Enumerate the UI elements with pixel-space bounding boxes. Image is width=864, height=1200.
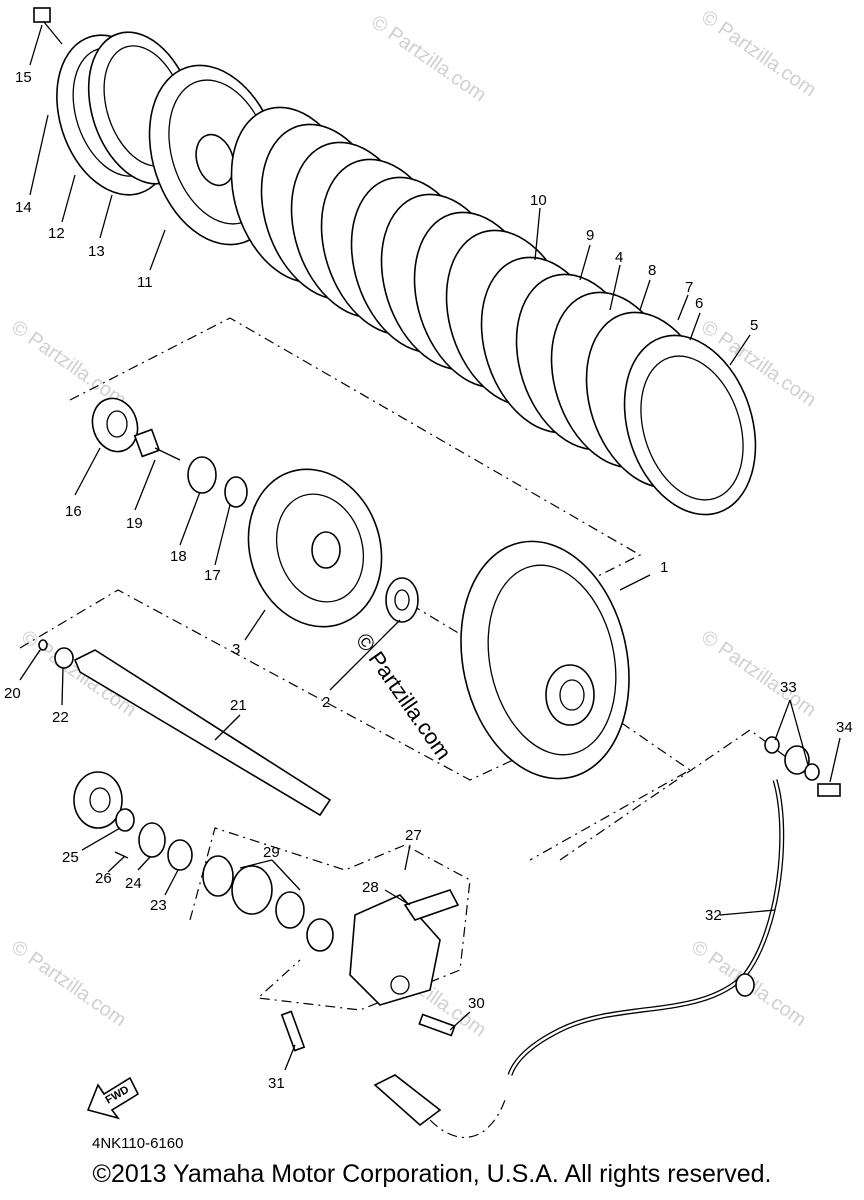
watermark: © Partzilla.com <box>697 6 820 101</box>
assembly-outlines <box>19 317 791 1011</box>
ball <box>54 647 74 669</box>
callout-16: 16 <box>65 503 82 520</box>
piston-spring <box>306 918 334 952</box>
oil-seal <box>73 771 123 829</box>
bush <box>138 822 166 858</box>
callout-8: 8 <box>648 262 656 279</box>
callout-7: 7 <box>685 279 693 296</box>
hose-fitting <box>373 1074 442 1127</box>
lock-washer <box>224 476 248 508</box>
callout-33: 33 <box>780 679 797 696</box>
callout-14: 14 <box>15 199 32 216</box>
o-ring <box>38 639 48 651</box>
callout-17: 17 <box>204 567 221 584</box>
watermark: © Partzilla.com <box>7 316 130 411</box>
push-rod-shaft <box>73 649 332 817</box>
clutch-lower-group: FWD <box>73 736 841 1138</box>
union-bolt-34 <box>817 783 841 797</box>
callout-29: 29 <box>263 844 280 861</box>
callout-12: 12 <box>48 225 65 242</box>
bolt-31 <box>280 1010 306 1052</box>
callout-5: 5 <box>750 317 758 334</box>
clutch-top-group <box>33 7 757 516</box>
callout-31: 31 <box>268 1075 285 1092</box>
callout-22: 22 <box>52 709 69 726</box>
callout-34: 34 <box>836 719 853 736</box>
leader-lines <box>19 24 841 1071</box>
piston-seal <box>202 855 234 897</box>
callout-28: 28 <box>362 879 379 896</box>
copper-washer <box>804 763 820 781</box>
copyright-notice: ©2013 Yamaha Motor Corporation, U.S.A. A… <box>92 1160 772 1188</box>
o-ring-small <box>115 808 135 832</box>
callout-1: 1 <box>660 559 668 576</box>
callout-25: 25 <box>62 849 79 866</box>
piston-cup <box>275 891 305 929</box>
clutch-exploded-diagram: © Partzilla.com © Partzilla.com © Partzi… <box>4 6 853 1152</box>
washer <box>167 839 193 871</box>
push-rod-bolt <box>133 428 161 458</box>
clutch-middle-group <box>38 397 630 817</box>
bolt <box>33 7 51 23</box>
watermark-main: © Partzilla.com <box>351 629 457 765</box>
callout-24: 24 <box>125 875 142 892</box>
callout-10: 10 <box>530 192 547 209</box>
callout-32: 32 <box>705 907 722 924</box>
fwd-arrow: FWD <box>86 1076 140 1120</box>
callout-9: 9 <box>586 227 594 244</box>
piston <box>231 865 273 915</box>
callout-18: 18 <box>170 548 187 565</box>
watermark: © Partzilla.com <box>7 936 130 1031</box>
union-bolt <box>784 745 810 775</box>
thrust-washer <box>385 577 419 623</box>
callout-13: 13 <box>88 243 105 260</box>
bearing <box>91 397 139 453</box>
callout-15: 15 <box>15 69 32 86</box>
callout-6: 6 <box>695 295 703 312</box>
plate-stack <box>230 106 757 516</box>
callout-11: 11 <box>137 274 153 291</box>
callout-19: 19 <box>126 515 143 532</box>
watermark: © Partzilla.com <box>367 11 490 106</box>
callout-4: 4 <box>615 249 623 266</box>
callout-27: 27 <box>405 827 422 844</box>
callout-21: 21 <box>230 697 247 714</box>
callout-2: 2 <box>322 694 330 711</box>
clutch-housing <box>460 540 630 780</box>
copper-washer <box>764 736 780 754</box>
callout-26: 26 <box>95 870 112 887</box>
callout-3: 3 <box>232 641 240 658</box>
hose-clamp <box>735 973 755 997</box>
part-code: 4NK110-6160 <box>92 1135 183 1152</box>
callout-20: 20 <box>4 685 21 702</box>
callout-30: 30 <box>468 995 485 1012</box>
callout-labels: 1 2 3 4 5 6 7 8 9 10 11 12 13 14 15 16 1… <box>4 69 853 1092</box>
bleed-screw <box>403 889 460 921</box>
nut <box>187 456 217 494</box>
clutch-hose <box>507 779 785 1076</box>
slave-cylinder <box>349 894 441 1006</box>
friction-plate-end <box>623 334 757 516</box>
callout-23: 23 <box>150 897 167 914</box>
watermark: © Partzilla.com <box>697 626 820 721</box>
bolt-30 <box>418 1013 456 1037</box>
